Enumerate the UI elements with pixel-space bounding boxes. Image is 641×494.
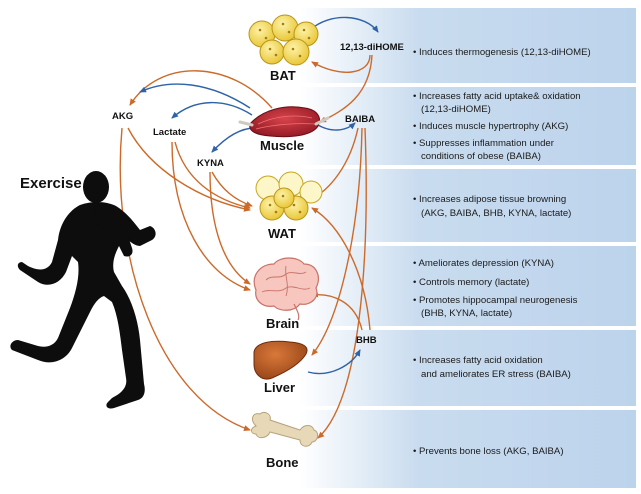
- liver-effect-line: and ameliorates ER stress (BAIBA): [413, 369, 571, 380]
- runner-silhouette: [10, 171, 156, 409]
- runner-front-arm: [94, 210, 133, 257]
- arrow-muscle-to-kyna: [211, 127, 256, 153]
- muscle-effect-line: • Increases fatty acid uptake& oxidation: [413, 91, 581, 102]
- arrow-muscle-to-akg: [129, 70, 273, 109]
- exercise-label: Exercise: [20, 175, 82, 192]
- arrow-lactate-to-wat: [174, 141, 251, 210]
- bat-organ-illustration: [248, 14, 319, 66]
- effect-panels: [300, 8, 636, 488]
- muscle-effect-line: (12,13-diHOME): [413, 104, 491, 115]
- runner-body: [10, 202, 156, 409]
- muscle-organ-illustration: [238, 106, 330, 138]
- wat-organ-illustration: [255, 171, 323, 221]
- arrow-kyna-to-brain: [209, 171, 251, 285]
- bhb-label: BHB: [356, 335, 377, 346]
- panel-wat: [300, 169, 636, 242]
- brain-effect-line: • Ameliorates depression (KYNA): [413, 258, 554, 269]
- akg-label: AKG: [112, 111, 133, 122]
- effect-texts: • Induces thermogenesis (12,13-diHOME) •…: [413, 47, 591, 457]
- liver-effect-line: • Increases fatty acid oxidation: [413, 355, 543, 366]
- orange-arrows: [119, 54, 373, 439]
- muscle-effect-line: • Induces muscle hypertrophy (AKG): [413, 121, 568, 132]
- bat-label: BAT: [270, 68, 296, 83]
- brain-organ-illustration: [253, 257, 319, 321]
- wat-label: WAT: [268, 226, 296, 241]
- muscle-label: Muscle: [260, 138, 304, 153]
- baiba-label: BAIBA: [345, 114, 375, 125]
- bone-organ-illustration: [251, 411, 319, 447]
- brain-effect-line: • Controls memory (lactate): [413, 277, 529, 288]
- arrow-muscle-to-lactate: [171, 101, 253, 119]
- panel-muscle: [300, 87, 636, 165]
- blue-arrows: [139, 16, 379, 375]
- bat-effect-line: • Induces thermogenesis (12,13-diHOME): [413, 47, 591, 58]
- arrow-lactate-to-brain: [171, 141, 251, 291]
- arrow-baiba-to-liver: [311, 127, 363, 356]
- panel-brain: [300, 246, 636, 326]
- bone-effect-line: • Prevents bone loss (AKG, BAIBA): [413, 446, 564, 457]
- arrow-akg-to-bone: [119, 127, 251, 431]
- arrow-akg-to-wat: [127, 127, 251, 212]
- brain-effect-line: • Promotes hippocampal neurogenesis: [413, 295, 578, 306]
- arrow-dihome-to-bat: [311, 54, 371, 73]
- dihome-label: 12,13-diHOME: [340, 42, 404, 53]
- muscle-effect-line: conditions of obese (BAIBA): [413, 151, 541, 162]
- arrow-kyna-to-wat: [211, 171, 253, 207]
- arrow-liver-to-bhb: [307, 349, 361, 375]
- arrow-muscle-to-baiba: [317, 122, 356, 131]
- brain-effect-line: (BHB, KYNA, lactate): [413, 308, 512, 319]
- arrow-muscle-to-akg-blue: [139, 83, 251, 109]
- lactate-label: Lactate: [153, 127, 186, 138]
- wat-effect-line: (AKG, BAIBA, BHB, KYNA, lactate): [413, 208, 571, 219]
- arrow-bat-to-dihome: [309, 16, 379, 33]
- arrow-bhb-to-wat: [311, 207, 371, 331]
- kyna-label: KYNA: [197, 158, 224, 169]
- liver-label: Liver: [264, 380, 295, 395]
- bone-label: Bone: [266, 455, 299, 470]
- liver-organ-illustration: [253, 340, 308, 380]
- runner-head: [83, 171, 109, 203]
- panel-bone: [300, 410, 636, 488]
- brain-label: Brain: [266, 316, 299, 331]
- arrow-baiba-to-bone: [317, 127, 367, 439]
- muscle-effect-line: • Suppresses inflammation under: [413, 138, 555, 149]
- wat-effect-line: • Increases adipose tissue browning: [413, 194, 566, 205]
